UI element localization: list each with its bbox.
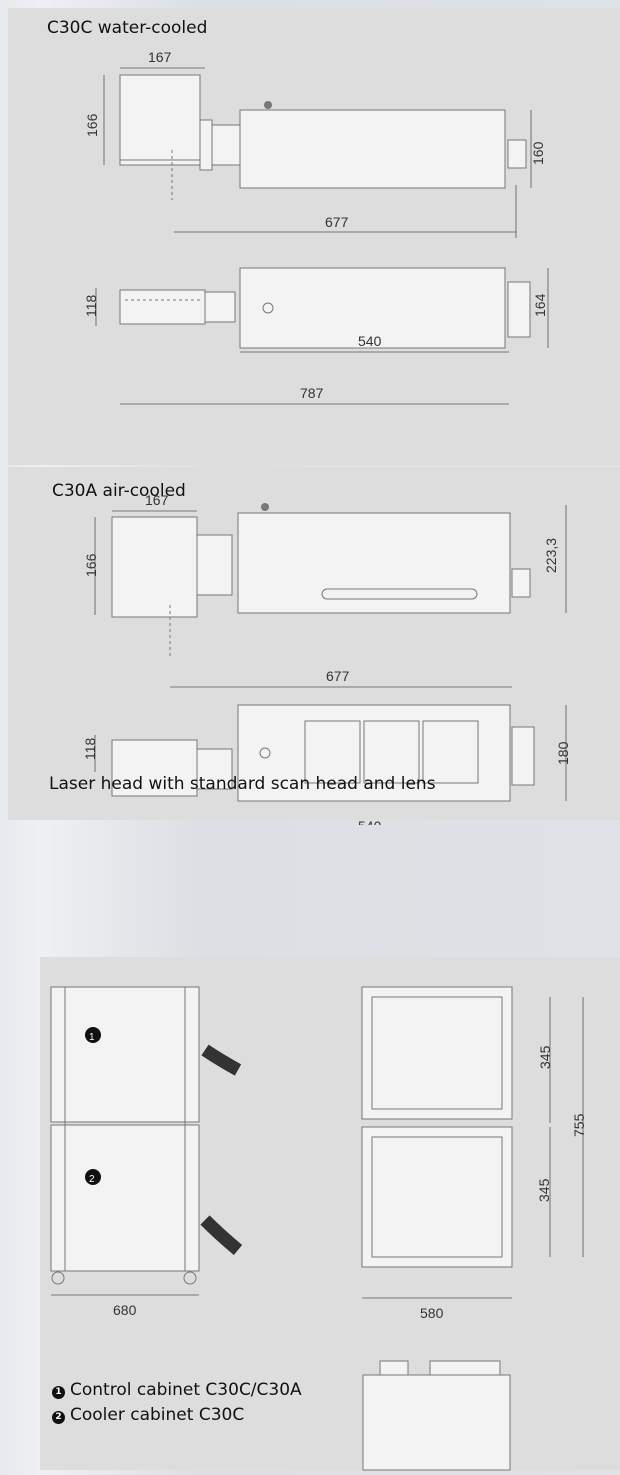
cabinets-drawing: 1 2 680 580 345 345 755 bbox=[50, 986, 587, 1471]
legend-marker-2: 2 bbox=[52, 1411, 65, 1424]
top-length2-label: 787 bbox=[300, 385, 324, 401]
side-length-label: 677 bbox=[325, 214, 349, 230]
lower-height-label: 345 bbox=[536, 1178, 552, 1202]
water-cooled-panel bbox=[8, 8, 620, 465]
cabinet-legend: 1 Control cabinet C30C/C30A 2 Cooler cabin… bbox=[52, 1378, 302, 1428]
laser-head-caption: Laser head with standard scan head and l… bbox=[49, 774, 436, 794]
legend-text-cooler: Cooler cabinet C30C bbox=[70, 1405, 245, 1425]
left-width-label: 680 bbox=[113, 1302, 137, 1318]
side2-width-label: 167 bbox=[145, 492, 169, 508]
top2-height-label: 118 bbox=[82, 737, 98, 760]
air-cooled-title: C30A air-cooled bbox=[52, 481, 186, 501]
right-width-label: 580 bbox=[420, 1305, 444, 1321]
total-height-label: 755 bbox=[571, 1113, 587, 1137]
water-cooled-title: C30C water-cooled bbox=[47, 18, 208, 38]
legend-marker-1: 1 bbox=[52, 1386, 65, 1399]
air-cooled-drawing: 167 166 677 223,3 118 180 540 787 bbox=[82, 492, 571, 825]
end-height-label: 160 bbox=[530, 141, 546, 165]
side2-end-height-label: 223,3 bbox=[543, 538, 559, 573]
marker2-label: 2 bbox=[89, 1174, 95, 1185]
top-height-label: 118 bbox=[83, 294, 99, 317]
top-length1-label: 540 bbox=[358, 333, 382, 349]
water-cooled-drawing: 167 166 677 160 118 164 540 787 bbox=[83, 49, 549, 405]
legend-item-cooler: 2 Cooler cabinet C30C bbox=[52, 1403, 302, 1428]
upper-height-label: 345 bbox=[537, 1045, 553, 1069]
top2-end-height-label: 180 bbox=[555, 741, 571, 765]
side-height-label: 166 bbox=[84, 113, 100, 137]
side-width-label: 167 bbox=[148, 49, 172, 65]
top-end-height-label: 164 bbox=[532, 293, 548, 317]
marker1-label: 1 bbox=[89, 1032, 95, 1043]
legend-item-control: 1 Control cabinet C30C/C30A bbox=[52, 1378, 302, 1403]
side2-height-label: 166 bbox=[83, 553, 99, 577]
legend-text-control: Control cabinet C30C/C30A bbox=[70, 1380, 302, 1400]
top2-length1-label: 540 bbox=[358, 818, 382, 825]
side2-length-label: 677 bbox=[326, 668, 350, 684]
